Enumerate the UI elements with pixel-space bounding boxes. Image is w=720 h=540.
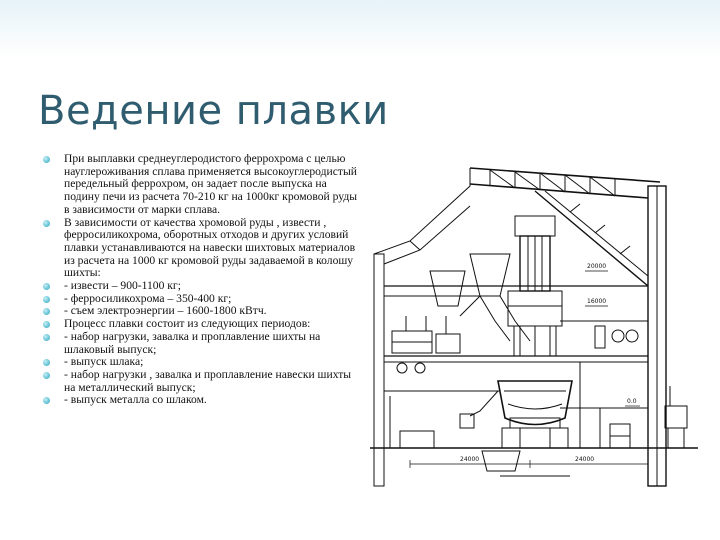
charge-bunkers <box>429 253 531 342</box>
bullet-text: - выпуск шлака; <box>64 355 144 369</box>
electric-furnace <box>459 215 573 472</box>
bullet-list: При выплавки среднеуглеродистого феррохр… <box>40 152 365 407</box>
dimension-label: 0.0 <box>627 398 637 405</box>
transformer-equipment <box>389 295 500 449</box>
bullet-dot-icon <box>43 156 50 163</box>
bullet-dot-icon <box>43 333 50 341</box>
bullet-text: - набор нагрузки, завалка и проплавление… <box>64 329 321 356</box>
bullet-item: Процесс плавки состоит из следующих пери… <box>40 317 365 331</box>
bullet-dot-icon <box>43 359 50 367</box>
bullet-dot-icon <box>43 321 50 329</box>
bullet-text: - ферросиликохрома – 350-400 кг; <box>64 291 232 305</box>
top-decorative-band <box>0 0 720 58</box>
bullet-dot-icon <box>43 295 50 303</box>
bullet-item: При выплавки среднеуглеродистого феррохр… <box>40 152 365 217</box>
bullet-text: При выплавки среднеуглеродистого феррохр… <box>64 152 358 216</box>
dimension-label: 24000 <box>460 456 479 463</box>
dimension-label: 24000 <box>575 456 594 463</box>
bullet-item: - ферросиликохрома – 350-400 кг; <box>40 291 365 306</box>
bullet-text: - набор нагрузки , завалка и проплавлени… <box>64 367 352 394</box>
bullet-item: - съем электроэнергии – 1600-1800 кВтч. <box>40 305 365 318</box>
bullet-item: - выпуск шлака; <box>40 355 365 369</box>
building-frame <box>373 167 667 487</box>
bullet-dot-icon <box>43 397 50 405</box>
bullet-text: Процесс плавки состоит из следующих пери… <box>64 317 311 331</box>
dimension-label: 16000 <box>587 298 606 305</box>
slide-title: Ведение плавки <box>38 88 389 134</box>
bullet-item: - извести – 900-1100 кг; <box>40 279 365 293</box>
bullet-text: - выпуск металла со шлаком. <box>64 393 207 407</box>
dimension-label: 20000 <box>587 263 606 270</box>
bullet-item: - выпуск металла со шлаком. <box>40 394 365 407</box>
bullet-dot-icon <box>43 219 50 227</box>
bullet-item: В зависимости от качества хромовой руды … <box>40 215 365 281</box>
auxiliary-equipment <box>579 325 688 449</box>
bullet-item: - набор нагрузки, завалка и проплавление… <box>40 329 365 356</box>
bullet-dot-icon <box>43 308 50 316</box>
bullet-item: - набор нагрузки , завалка и проплавлени… <box>40 367 365 394</box>
dimension-lines <box>409 270 649 468</box>
bullet-dot-icon <box>43 283 50 291</box>
bullet-dot-icon <box>43 371 50 379</box>
bullet-text: В зависимости от качества хромовой руды … <box>64 215 356 280</box>
furnace-section-drawing: 20000 16000 0.0 24000 24000 <box>370 146 698 488</box>
bullet-text: - извести – 900-1100 кг; <box>64 279 181 293</box>
bullet-text: - съем электроэнергии – 1600-1800 кВтч. <box>64 304 267 318</box>
